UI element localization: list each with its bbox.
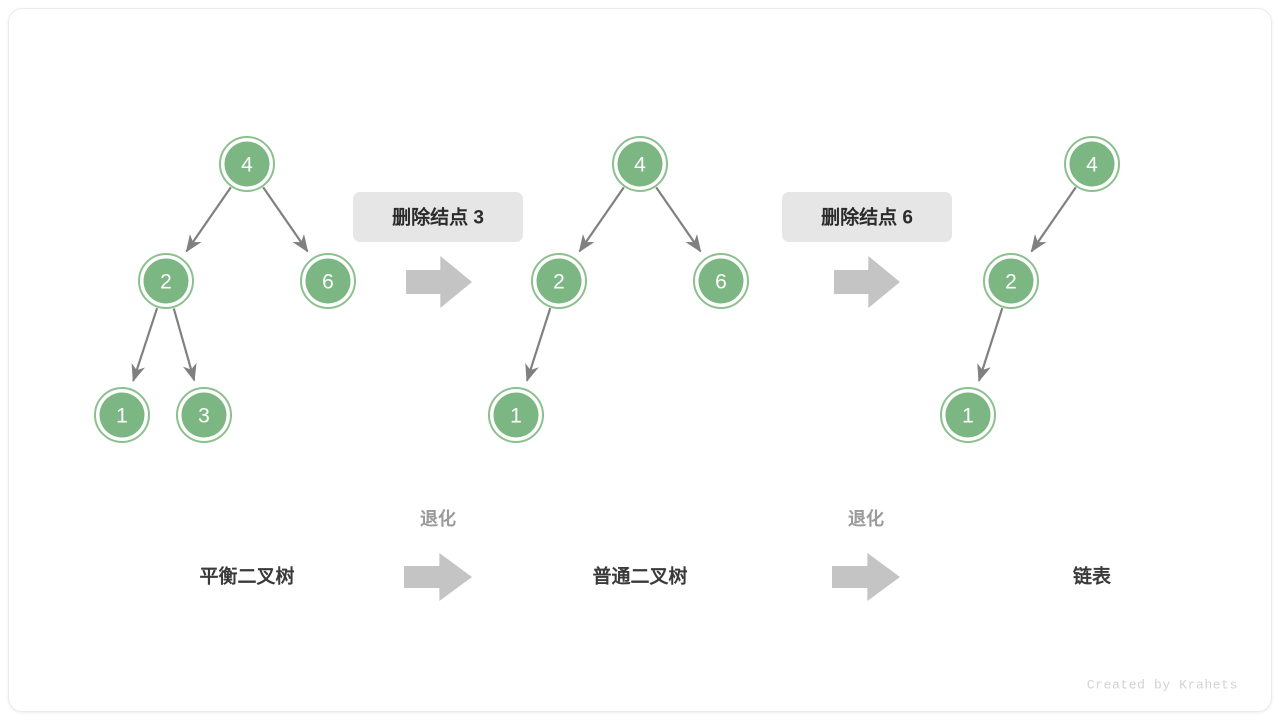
- caption-list: 链表: [1073, 565, 1112, 588]
- right-arrow-icon: [834, 256, 900, 308]
- node-ring: [488, 387, 544, 443]
- tree-edge-balanced-binary-tree-n2-n3: [172, 308, 197, 382]
- tree-edge-balanced-binary-tree-n4-n6: [262, 186, 309, 253]
- tree-node-balanced-binary-tree-1[interactable]: 1: [94, 387, 150, 443]
- node-ring: [176, 387, 232, 443]
- node-circle: [1069, 141, 1115, 187]
- node-value: 2: [1005, 271, 1017, 294]
- node-ring: [94, 387, 150, 443]
- node-ring: [693, 253, 749, 309]
- node-ring: [983, 253, 1039, 309]
- right-arrow-icon: [406, 256, 472, 308]
- transition-label: 退化: [420, 508, 456, 529]
- operation-badge-label: 删除结点 3: [392, 206, 484, 229]
- tree-edge-balanced-binary-tree-n2-n1: [131, 307, 159, 383]
- tree-node-ordinary-binary-tree-1[interactable]: 1: [488, 387, 544, 443]
- node-circle: [305, 258, 351, 304]
- node-ring: [138, 253, 194, 309]
- operation-delete-node-3: 删除结点 3: [353, 192, 523, 308]
- node-value: 1: [510, 405, 522, 428]
- right-arrow-icon: [404, 553, 472, 601]
- node-value: 1: [116, 405, 128, 428]
- node-circle: [181, 392, 227, 438]
- node-circle: [143, 258, 189, 304]
- right-arrow-icon: [832, 553, 900, 601]
- node-value: 4: [1086, 154, 1098, 177]
- node-value: 1: [962, 405, 974, 428]
- tree-edge-ordinary-binary-tree-n4-n6: [655, 186, 702, 253]
- tree-node-ordinary-binary-tree-4[interactable]: 4: [612, 136, 668, 192]
- tree-node-balanced-binary-tree-2[interactable]: 2: [138, 253, 194, 309]
- node-ring: [300, 253, 356, 309]
- node-value: 6: [322, 271, 334, 294]
- transition-labels-layer: 退化 退化: [404, 508, 900, 601]
- node-circle: [698, 258, 744, 304]
- tree-node-linked-list-4[interactable]: 4: [1064, 136, 1120, 192]
- tree-edge-linked-list-n4-n2: [1030, 186, 1077, 253]
- tree-node-balanced-binary-tree-6[interactable]: 6: [300, 253, 356, 309]
- tree-node-ordinary-binary-tree-6[interactable]: 6: [693, 253, 749, 309]
- tree-edge-balanced-binary-tree-n4-n2: [185, 186, 232, 253]
- credit-watermark: Created by Krahets: [1087, 678, 1238, 693]
- node-value: 6: [715, 271, 727, 294]
- operation-badges-layer: 删除结点 3 删除结点 6: [353, 192, 952, 308]
- node-circle: [617, 141, 663, 187]
- node-value: 2: [553, 271, 565, 294]
- node-circle: [224, 141, 270, 187]
- tree-edges-layer: [131, 186, 1077, 383]
- tree-nodes-layer: 4 2 6 1 3 4 2 6 1 4 2 1: [94, 136, 1120, 443]
- tree-node-balanced-binary-tree-3[interactable]: 3: [176, 387, 232, 443]
- node-value: 3: [198, 405, 210, 428]
- node-value: 4: [634, 154, 646, 177]
- tree-node-linked-list-2[interactable]: 2: [983, 253, 1039, 309]
- node-circle: [536, 258, 582, 304]
- figure-card: [8, 8, 1272, 712]
- node-circle: [945, 392, 991, 438]
- transition-degrade-2: 退化: [832, 508, 900, 601]
- tree-node-balanced-binary-tree-4[interactable]: 4: [219, 136, 275, 192]
- tree-node-linked-list-1[interactable]: 1: [940, 387, 996, 443]
- node-ring: [1064, 136, 1120, 192]
- node-ring: [531, 253, 587, 309]
- node-ring: [219, 136, 275, 192]
- node-ring: [612, 136, 668, 192]
- transition-degrade-1: 退化: [404, 508, 472, 601]
- transition-label: 退化: [848, 508, 884, 529]
- tree-node-ordinary-binary-tree-2[interactable]: 2: [531, 253, 587, 309]
- node-value: 2: [160, 271, 172, 294]
- operation-badge: [353, 192, 523, 242]
- operation-badge-label: 删除结点 6: [821, 206, 913, 229]
- node-circle: [99, 392, 145, 438]
- node-ring: [940, 387, 996, 443]
- node-circle: [493, 392, 539, 438]
- operation-badge: [782, 192, 952, 242]
- node-circle: [988, 258, 1034, 304]
- operation-delete-node-6: 删除结点 6: [782, 192, 952, 308]
- node-value: 4: [241, 154, 253, 177]
- tree-edge-linked-list-n2-n1: [977, 307, 1004, 382]
- tree-edge-ordinary-binary-tree-n2-n1: [525, 307, 552, 382]
- caption-balanced: 平衡二叉树: [199, 565, 294, 588]
- captions-layer: 平衡二叉树 普通二叉树 链表: [199, 565, 1112, 588]
- caption-ordinary: 普通二叉树: [592, 565, 687, 588]
- tree-edge-ordinary-binary-tree-n4-n2: [578, 186, 625, 253]
